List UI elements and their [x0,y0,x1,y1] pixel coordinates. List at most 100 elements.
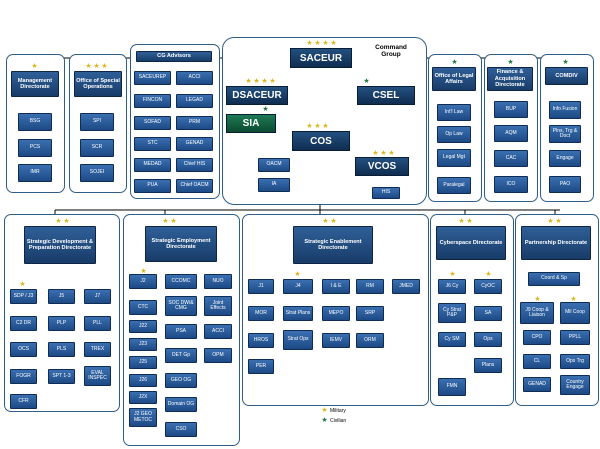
box-pll[interactable]: PLL [84,316,111,331]
cg-advisors-header[interactable]: CG Advisors [136,51,212,62]
box-strat-ops[interactable]: Strat Ops [283,330,313,350]
box-fincon[interactable]: FINCON [134,94,171,108]
box-det-gp[interactable]: DET Gp [165,348,197,363]
box-j1[interactable]: J1 [248,279,274,294]
box-j5[interactable]: J5 [48,289,75,304]
box-ia[interactable]: IA [258,178,290,192]
box-imr[interactable]: IMR [18,164,52,182]
box-legad[interactable]: LEGAD [176,94,213,108]
box-op-law[interactable]: Op Law [437,126,471,143]
office-legal-affairs[interactable]: Office of Legal Affairs [432,67,476,91]
box-stc[interactable]: STC [134,137,171,151]
box-ccomc[interactable]: CCOMC [165,274,197,289]
box-spt-1-3[interactable]: SPT 1-3 [48,369,75,384]
box-chief-his[interactable]: Chief HIS [176,158,213,172]
box-acci[interactable]: ACCI [176,71,213,85]
box-cyoc[interactable]: CyOC [474,279,502,294]
box-bsg[interactable]: BSG [18,113,52,131]
box-strat-plans[interactable]: Strat Plans [283,306,313,321]
box-spi[interactable]: SPI [80,113,114,131]
box-j23[interactable]: J23 [129,338,157,351]
box-j6-cy[interactable]: J6 Cy [438,279,466,294]
sia-box[interactable]: SIA [226,114,276,133]
box-cso[interactable]: CSO [165,422,197,437]
box-j7[interactable]: J7 [84,289,111,304]
box-rm[interactable]: RM [356,279,384,294]
box-j2[interactable]: J2 [129,274,157,289]
box-prm[interactable]: PRM [176,116,213,130]
box-medad[interactable]: MEDAD [134,158,171,172]
cyberspace-directorate[interactable]: Cyberspace Directorate [436,226,506,260]
box-coord-sp[interactable]: Coord & Sp [528,272,580,286]
box-scr[interactable]: SCR [80,139,114,157]
dsaceur-box[interactable]: DSACEUR [226,86,288,105]
box-pcs[interactable]: PCS [18,139,52,157]
strategic-development-preparation-directorate[interactable]: Strategic Development & Preparation Dire… [24,226,96,264]
box-j22[interactable]: J22 [129,320,157,333]
box-opm[interactable]: OPM [204,348,232,363]
box-geo-og[interactable]: GEO OG [165,373,197,388]
box-domain-og[interactable]: Domain OG [165,397,197,412]
box-saceurep[interactable]: SACEUREP [134,71,171,85]
box-jmed[interactable]: JMED [392,279,420,294]
box-genad-partnership[interactable]: GENAD [523,377,551,392]
box-acci-sed[interactable]: ACCI [204,324,232,339]
box-country-engage[interactable]: Country Engage [560,375,590,395]
box-pao[interactable]: PAO [549,176,581,193]
box-fogr[interactable]: FOGR [10,369,37,384]
comdiv-header[interactable]: COMDIV [545,67,588,85]
vcos-box[interactable]: VCOS [355,157,409,176]
cos-box[interactable]: COS [292,131,350,151]
box-ctc[interactable]: CTC [129,300,157,315]
finance-acquisition-directorate[interactable]: Finance & Acquisition Directorate [487,67,533,91]
box-orm[interactable]: ORM [356,333,384,348]
management-directorate[interactable]: Management Directorate [11,71,59,97]
box-ops-cyber[interactable]: Ops [474,332,502,347]
box-pua[interactable]: PUA [134,179,171,193]
box-fmn[interactable]: FMN [438,378,466,396]
box-cy-sm[interactable]: Cy SM [438,332,466,347]
box-plns-trg-doct[interactable]: Plns, Trg & Doct [549,125,581,143]
box-j4[interactable]: J4 [283,279,313,294]
box-sojei[interactable]: SOJEI [80,164,114,182]
box-plp[interactable]: PLP [48,316,75,331]
box-cac[interactable]: CAC [494,150,528,167]
box-mepo[interactable]: MEPO [322,306,350,321]
saceur-box[interactable]: SACEUR [290,48,352,68]
box-srp[interactable]: SRP [356,306,384,321]
box-ocs[interactable]: OCS [10,342,37,357]
box-sofad[interactable]: SOFAD [134,116,171,130]
box-cl[interactable]: CL [523,354,551,369]
box-c2-dr[interactable]: C2 DR [10,316,37,331]
strategic-enablement-directorate[interactable]: Strategic Enablement Directorate [293,226,373,264]
box-per[interactable]: PER [248,359,274,374]
box-psa[interactable]: PSA [165,324,197,339]
box-j26[interactable]: J26 [129,374,157,387]
box-j2x[interactable]: J2X [129,391,157,404]
box-mil-coop[interactable]: Mil Coop [560,302,590,324]
strategic-employment-directorate[interactable]: Strategic Employment Directorate [145,226,217,262]
box-iemv[interactable]: IEMV [322,333,350,348]
box-sdp-j3[interactable]: SDP / J3 [10,289,37,304]
box-plans[interactable]: Plans [474,358,502,373]
box-eval-inspec[interactable]: EVAL INSPEC [84,366,111,386]
box-his[interactable]: HIS [372,187,400,199]
box-trex[interactable]: TREX [84,342,111,357]
box-sa[interactable]: SA [474,306,502,321]
box-joint-effects[interactable]: Joint Effects [204,296,232,316]
box-cy-strat-pp[interactable]: Cy Strat P&P [438,303,466,323]
box-legal-mgt[interactable]: Legal Mgt [437,149,471,167]
box-soc-dw-cmg[interactable]: SOC DW/& CMG [165,296,197,316]
box-nuo[interactable]: NUO [204,274,232,289]
box-hros[interactable]: HROS [248,333,274,348]
box-chief-oacm[interactable]: Chief OACM [176,179,213,193]
box-i-and-e[interactable]: I & E [322,279,350,294]
box-info-fusion[interactable]: Info Fusion [549,101,581,119]
box-j25[interactable]: J25 [129,356,157,369]
partnership-directorate[interactable]: Partnership Directorate [521,226,591,260]
office-special-operations[interactable]: Office of Special Operations [74,71,122,97]
box-cpo[interactable]: CPO [523,330,551,345]
box-engage[interactable]: Engage [549,150,581,167]
csel-box[interactable]: CSEL [357,86,415,105]
box-oacm[interactable]: OACM [258,158,290,172]
